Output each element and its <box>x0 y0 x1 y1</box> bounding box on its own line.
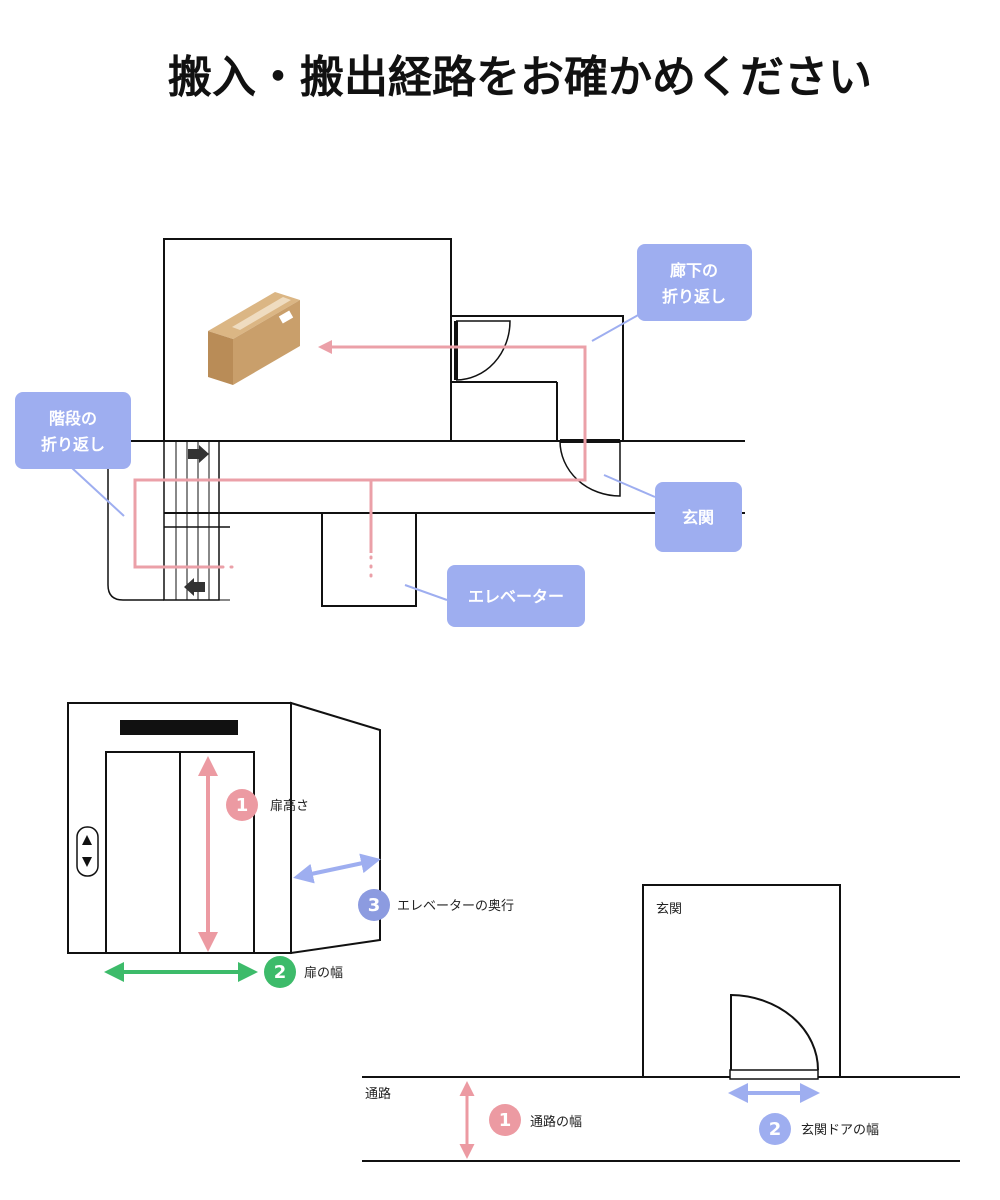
callout-leaders <box>71 313 656 601</box>
callout-elevator-label: エレベーター <box>468 587 564 606</box>
cardboard-box-icon <box>208 292 300 385</box>
entrance-room-label: 玄関 <box>656 902 682 917</box>
callout-elevator: エレベーター <box>447 565 585 627</box>
elevator-shaft <box>321 512 417 607</box>
leader-elevator <box>404 584 448 601</box>
entrance-door-swing <box>730 993 819 1071</box>
elevator-item-3: 3 エレベーターの奥行 <box>358 889 514 921</box>
elevator-item-2: 2 扉の幅 <box>264 956 343 988</box>
delivery-route <box>133 345 587 578</box>
stair-down-arrow-icon <box>184 578 205 596</box>
callout-corridor-line2: 折り返し <box>662 287 726 306</box>
elevator-indicator-bar <box>120 720 238 735</box>
callout-corridor-turn: 廊下の 折り返し <box>637 244 752 321</box>
down-triangle-icon <box>82 857 92 867</box>
elevator-depth-arrow <box>293 853 381 884</box>
up-triangle-icon <box>82 835 92 845</box>
callout-entrance: 玄関 <box>655 482 742 552</box>
entrance-door-threshold <box>729 1069 819 1080</box>
side-room-outline <box>451 315 624 441</box>
passage-label: 通路 <box>365 1086 391 1102</box>
entrance-door-swing <box>559 440 621 497</box>
elevator-side <box>290 701 381 955</box>
item-label: 扉高さ <box>270 798 309 814</box>
route-line <box>133 345 587 569</box>
elevator-call-button-icon <box>76 826 99 877</box>
entrance-diagram <box>362 884 960 1162</box>
item-label: エレベーターの奥行 <box>397 899 514 914</box>
stairwell-wall <box>107 440 164 601</box>
callout-stairs-line1: 階段の <box>49 409 97 428</box>
callout-corridor-line1: 廊下の <box>670 261 718 280</box>
item-number: 1 <box>236 795 249 816</box>
stairs-outline <box>163 440 220 601</box>
route-arrow-head-icon <box>318 340 332 354</box>
room-outline <box>163 238 452 442</box>
callout-entrance-label: 玄関 <box>682 508 714 527</box>
entrance-item-2: 2 玄関ドアの幅 <box>759 1113 879 1145</box>
item-number: 2 <box>769 1119 782 1140</box>
floor-plan <box>107 238 745 607</box>
page-title: 搬入・搬出経路をお確かめください <box>168 52 872 103</box>
item-number: 3 <box>368 895 381 916</box>
entrance-item-1: 1 通路の幅 <box>489 1104 582 1136</box>
leader-stairs <box>71 467 125 517</box>
callout-stairs-turn: 階段の 折り返し <box>15 392 131 469</box>
stair-up-arrow-icon <box>188 445 209 463</box>
elevator-diagram <box>67 701 381 955</box>
item-number: 2 <box>274 962 287 983</box>
elevator-item-1: 1 扉高さ <box>226 789 309 821</box>
item-label: 扉の幅 <box>304 965 343 981</box>
item-label: 玄関ドアの幅 <box>801 1123 879 1138</box>
item-number: 1 <box>499 1110 512 1131</box>
callout-stairs-line2: 折り返し <box>41 435 105 454</box>
inner-door-swing <box>455 320 511 381</box>
leader-entrance <box>603 474 656 498</box>
item-label: 通路の幅 <box>530 1114 582 1130</box>
leader-corridor <box>591 313 641 342</box>
